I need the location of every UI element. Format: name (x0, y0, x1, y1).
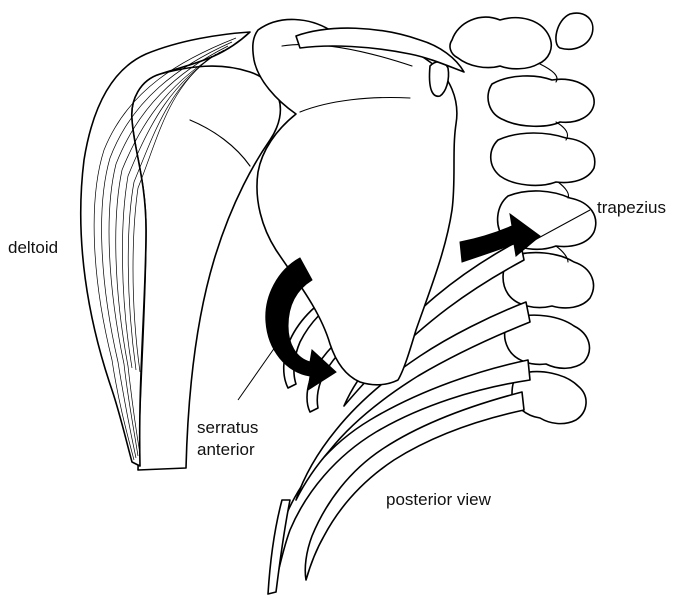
serratus-label-line2: anterior (197, 440, 255, 460)
serratus-label-line1: serratus (197, 418, 258, 438)
view-caption: posterior view (386, 490, 491, 510)
humerus (132, 66, 281, 470)
deltoid-label: deltoid (8, 238, 58, 258)
serratus-leader (238, 340, 280, 400)
trapezius-label: trapezius (597, 198, 666, 218)
